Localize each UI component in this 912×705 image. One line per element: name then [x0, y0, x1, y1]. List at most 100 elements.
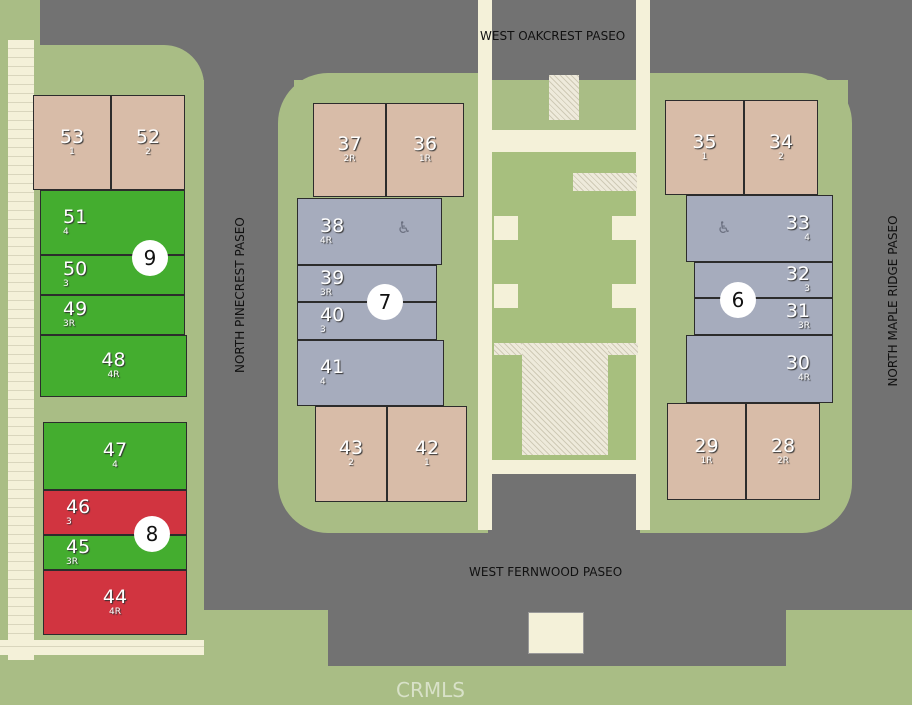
lot-number: 32 — [785, 263, 810, 285]
lot-number: 48 — [101, 349, 126, 371]
lot-number: 44 — [102, 585, 128, 608]
lot-plan: 2 — [778, 151, 784, 162]
lot-number: 45 — [66, 535, 91, 558]
lot-plan: 4R — [109, 606, 121, 617]
street-label-north-maple-ridge: NORTH MAPLE RIDGE PASEO — [886, 215, 900, 387]
lot-number: 46 — [66, 495, 91, 518]
street-label-north-pinecrest: NORTH PINECREST PASEO — [233, 217, 247, 373]
lot-plan: 3 — [804, 284, 810, 294]
bench — [494, 216, 518, 240]
lot-plan: 3 — [320, 325, 326, 335]
lot-plan: 4R — [320, 235, 332, 246]
lot-number: 41 — [320, 356, 345, 378]
crosswalk — [549, 75, 579, 120]
lot-plan: 4R — [798, 373, 810, 383]
lot-plan: 1 — [424, 458, 430, 468]
lot-plan: 3R — [66, 556, 78, 567]
lot-plan: 3 — [66, 516, 72, 527]
lot-number: 30 — [785, 352, 810, 374]
lot-number: 52 — [135, 125, 161, 148]
lot-number: 33 — [785, 211, 810, 234]
lot-plan: 4R — [107, 370, 120, 380]
lot-number: 42 — [414, 437, 440, 459]
watermark: CRMLS — [396, 678, 465, 702]
lot-plan: 4 — [112, 460, 118, 470]
lot-plan: 3R — [798, 320, 810, 331]
lot-number: 53 — [59, 125, 85, 148]
lot-number: 40 — [320, 304, 345, 326]
lot-number: 36 — [412, 133, 438, 155]
lot-number: 47 — [102, 439, 128, 461]
lot-plan: 4 — [320, 377, 326, 387]
plaza — [522, 343, 608, 455]
lot-number: 37 — [337, 133, 362, 155]
accessible-icon: ♿ — [717, 218, 732, 237]
planter — [573, 173, 637, 191]
lot-number: 28 — [770, 434, 796, 457]
walkway-west-lower — [0, 640, 204, 655]
lot-number: 31 — [785, 299, 810, 322]
lot-number: 50 — [63, 258, 88, 280]
lot-plan: 2R — [343, 154, 356, 164]
lot-number: 34 — [768, 130, 794, 153]
lot-number: 51 — [63, 205, 88, 228]
building-7-marker: 7 — [367, 284, 403, 320]
bench — [612, 284, 636, 308]
lot-number: 38 — [320, 214, 345, 237]
lot-plan: 3R — [63, 319, 75, 329]
lot-plan: 2 — [348, 458, 354, 468]
lot-plan: 4 — [804, 232, 810, 243]
walkway — [488, 460, 640, 474]
bench — [494, 284, 518, 308]
walkway-west — [8, 40, 34, 660]
trash-enclosure — [528, 612, 584, 654]
building-8-marker: 8 — [134, 516, 170, 552]
lot-plan: 3R — [320, 287, 332, 298]
walkway — [478, 0, 492, 530]
lot-plan: 2R — [777, 455, 789, 466]
lot-plan: 3 — [63, 279, 69, 289]
lot-plan: 4 — [63, 226, 69, 237]
lot-plan: 1R — [700, 455, 713, 466]
street-label-west-oakcrest: WEST OAKCREST PASEO — [480, 29, 626, 43]
lot-number: 29 — [694, 434, 719, 457]
lot-number: 49 — [63, 298, 88, 320]
building-9-marker: 9 — [132, 240, 168, 276]
bench — [612, 216, 636, 240]
lot-number: 39 — [320, 266, 345, 289]
lot-plan: 2 — [145, 146, 151, 157]
walkway — [636, 0, 650, 530]
lot-plan: 1 — [701, 151, 708, 162]
walkway — [488, 130, 640, 152]
accessible-icon: ♿ — [397, 218, 412, 237]
lot-plan: 1 — [69, 146, 75, 157]
street-label-west-fernwood: WEST FERNWOOD PASEO — [469, 565, 623, 579]
lot-number: 43 — [338, 437, 364, 459]
building-6-marker: 6 — [720, 282, 756, 318]
lot-plan: 1R — [419, 154, 431, 164]
road-north-maple-ridge — [848, 60, 912, 640]
